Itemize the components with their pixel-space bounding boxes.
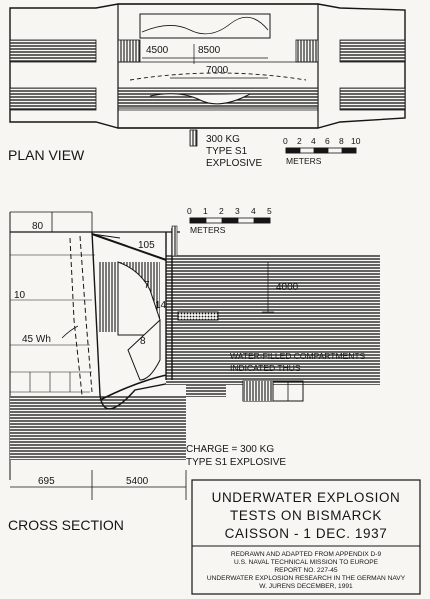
legend-line-1: WATER-FILLED COMPARTMENTS	[230, 351, 366, 361]
plan-damage-line-top	[141, 16, 269, 35]
cs-dim-695: 695	[38, 476, 55, 487]
credit-line-4: UNDERWATER EXPLOSION RESEARCH IN THE GER…	[207, 575, 406, 582]
plan-hatch-left	[117, 39, 141, 63]
plan-scale-tick-0: 0	[283, 136, 288, 146]
cs-compartment-10: 10	[14, 290, 26, 301]
credit-line-1: REDRAWN AND ADAPTED FROM APPENDIX D-9	[231, 551, 382, 558]
cs-dim-105: 105	[138, 240, 155, 251]
plan-charge-line-1: 300 KG	[206, 134, 240, 145]
plan-view-label: PLAN VIEW	[8, 147, 85, 163]
plan-scale-tick-6: 6	[325, 136, 330, 146]
plan-band-left-lower	[9, 87, 97, 111]
cs-charge-line-1: CHARGE = 300 KG	[186, 444, 274, 455]
plan-scale-tick-4: 4	[311, 136, 316, 146]
plan-view	[9, 3, 406, 147]
plan-dim-7000: 7000	[206, 65, 229, 76]
cs-bulkhead-label: 45 Wh	[22, 334, 51, 345]
cross-section	[9, 211, 380, 500]
cs-dim-4000: 4000	[276, 282, 299, 293]
plan-scale-tick-10: 10	[351, 136, 361, 146]
cs-compartment-7: 7	[144, 280, 150, 291]
credit-line-3: REPORT NO. 227-45	[274, 567, 337, 574]
cs-scale-tick-3: 3	[235, 206, 240, 216]
plan-damage-line-bottom	[149, 93, 251, 105]
plan-dim-4500: 4500	[146, 45, 169, 56]
credit-line-2: U.S. NAVAL TECHNICAL MISSION TO EUROPE	[234, 559, 379, 566]
title-line-1: UNDERWATER EXPLOSION	[212, 490, 401, 505]
plan-scale-bar	[285, 147, 357, 154]
cs-scale-bar	[189, 217, 271, 224]
plan-charge-line-3: EXPLOSIVE	[206, 158, 262, 169]
cs-scale-unit: METERS	[190, 225, 226, 235]
title-block	[191, 479, 421, 595]
cs-scale-tick-5: 5	[267, 206, 272, 216]
cs-compartment-14: 14	[155, 300, 167, 311]
cs-scale-tick-2: 2	[219, 206, 224, 216]
cs-charge-line-2: TYPE S1 EXPLOSIVE	[186, 457, 286, 468]
legend-line-2: INDICATED THUS	[230, 363, 301, 373]
cs-charge-marker	[177, 311, 219, 321]
plan-band-right-upper	[339, 39, 406, 63]
plan-scale-tick-8: 8	[339, 136, 344, 146]
cs-compartment-8: 8	[140, 336, 146, 347]
cs-scale-tick-1: 1	[203, 206, 208, 216]
credit-line-5: W. JURENS DECEMBER, 1991	[259, 583, 353, 590]
plan-hatch-right	[295, 39, 319, 63]
cross-section-label: CROSS SECTION	[8, 517, 124, 533]
title-line-3: CAISSON - 1 DEC. 1937	[225, 526, 388, 541]
plan-charge-line-2: TYPE S1	[206, 146, 248, 157]
cs-bulkhead-dashed-1	[69, 237, 83, 396]
title-line-2: TESTS ON BISMARCK	[230, 508, 382, 523]
cs-scale-tick-4: 4	[251, 206, 256, 216]
plan-scale-unit: METERS	[286, 156, 322, 166]
cs-bulkhead-dashed-2	[79, 235, 93, 393]
plan-center-box	[117, 3, 319, 129]
cs-dim-80: 80	[32, 221, 44, 232]
cs-deck-line	[91, 233, 173, 263]
plan-top-compartment	[139, 13, 271, 39]
plan-charge-marker	[189, 129, 198, 147]
cs-scale-tick-0: 0	[187, 206, 192, 216]
plan-band-right-lower	[339, 87, 406, 111]
cs-water-bottom	[10, 396, 186, 460]
plan-band-left-upper	[9, 39, 97, 63]
cs-hull-curve	[91, 231, 187, 410]
plan-scale-tick-2: 2	[297, 136, 302, 146]
plan-damage-arc	[129, 72, 307, 81]
plan-dim-8500: 8500	[198, 45, 221, 56]
cs-dim-5400: 5400	[126, 476, 149, 487]
